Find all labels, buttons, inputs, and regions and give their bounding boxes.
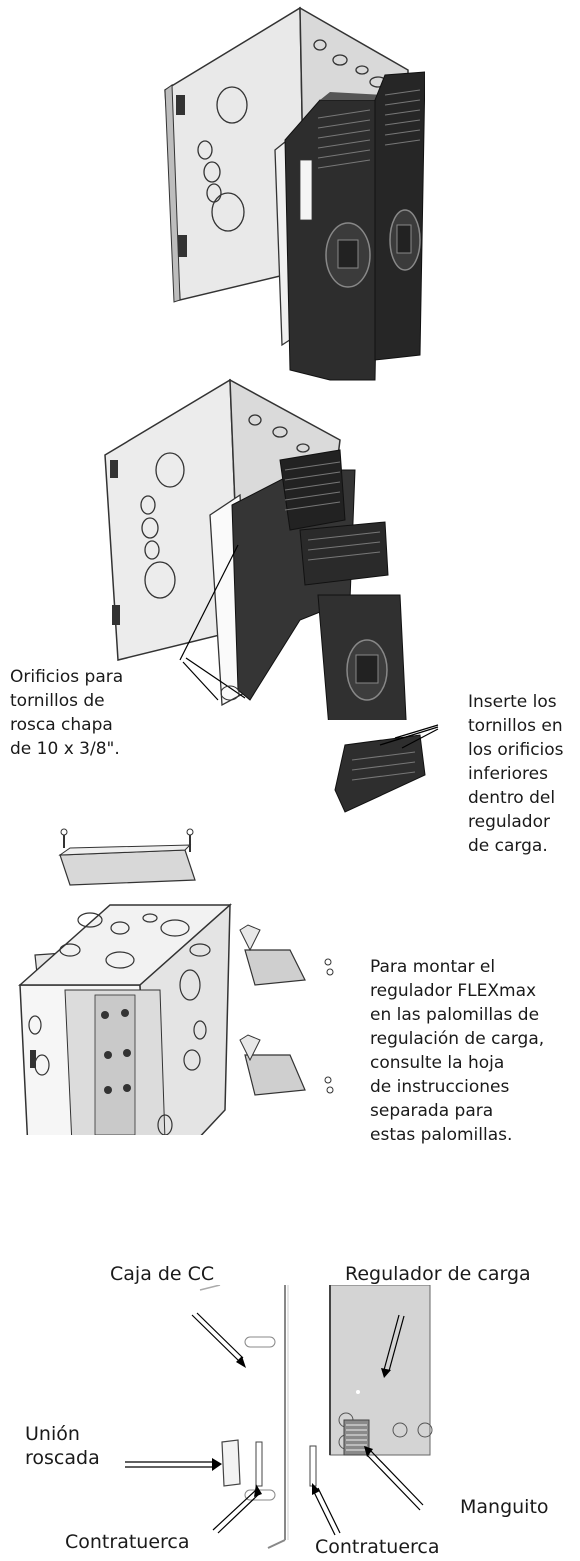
figure-conduit-connection — [125, 1285, 433, 1549]
note-line: los orificios — [468, 740, 564, 760]
note-line: separada para — [370, 1101, 494, 1121]
note-line: Para montar el — [370, 957, 496, 977]
label-charge-controller: Regulador de carga — [345, 1262, 531, 1286]
note-line: regulador — [468, 812, 550, 832]
label-text: Regulador de carga — [345, 1263, 531, 1285]
note-line: consulte la hoja — [370, 1053, 505, 1073]
note-line: regulación de carga, — [370, 1029, 545, 1049]
note-line: estas palomillas. — [370, 1125, 513, 1145]
label-text: Contratuerca — [65, 1531, 190, 1553]
label-locknut-left: Contratuerca — [65, 1530, 190, 1554]
note-line: inferiores — [468, 764, 548, 784]
note-line: regulador FLEXmax — [370, 981, 537, 1001]
label-text: Manguito — [460, 1496, 549, 1518]
note-line: Orificios para — [10, 667, 124, 687]
note-line: tornillos de — [10, 691, 105, 711]
note-line: de 10 x 3/8". — [10, 739, 120, 759]
label-text: Caja de CC — [110, 1263, 215, 1285]
note-line: tornillos en — [468, 716, 563, 736]
note-insert-screws: Inserte los tornillos en los orificios i… — [468, 690, 564, 858]
note-brackets: Para montar el regulador FLEXmax en las … — [370, 955, 544, 1147]
figure-bottom-cover — [334, 724, 439, 813]
note-mounting-holes: Orificios para tornillos de rosca chapa … — [10, 665, 123, 761]
note-line: Inserte los — [468, 692, 557, 712]
label-text: Unión — [25, 1423, 80, 1445]
note-line: en las palomillas de — [370, 1005, 540, 1025]
label-threaded-union: Unión roscada — [25, 1422, 100, 1470]
label-text: roscada — [25, 1447, 100, 1469]
figure-open-box-with-brackets — [18, 828, 334, 1135]
note-line: de carga. — [468, 836, 548, 856]
note-line: dentro del — [468, 788, 556, 808]
label-nipple: Manguito — [460, 1495, 549, 1519]
figure-box-with-two-controllers — [164, 6, 425, 381]
figure-controller-insertion — [104, 378, 407, 720]
label-locknut-right: Contratuerca — [315, 1535, 440, 1559]
note-line: de instrucciones — [370, 1077, 510, 1097]
label-text: Contratuerca — [315, 1536, 440, 1558]
note-line: rosca chapa — [10, 715, 113, 735]
label-dc-box: Caja de CC — [110, 1262, 214, 1286]
